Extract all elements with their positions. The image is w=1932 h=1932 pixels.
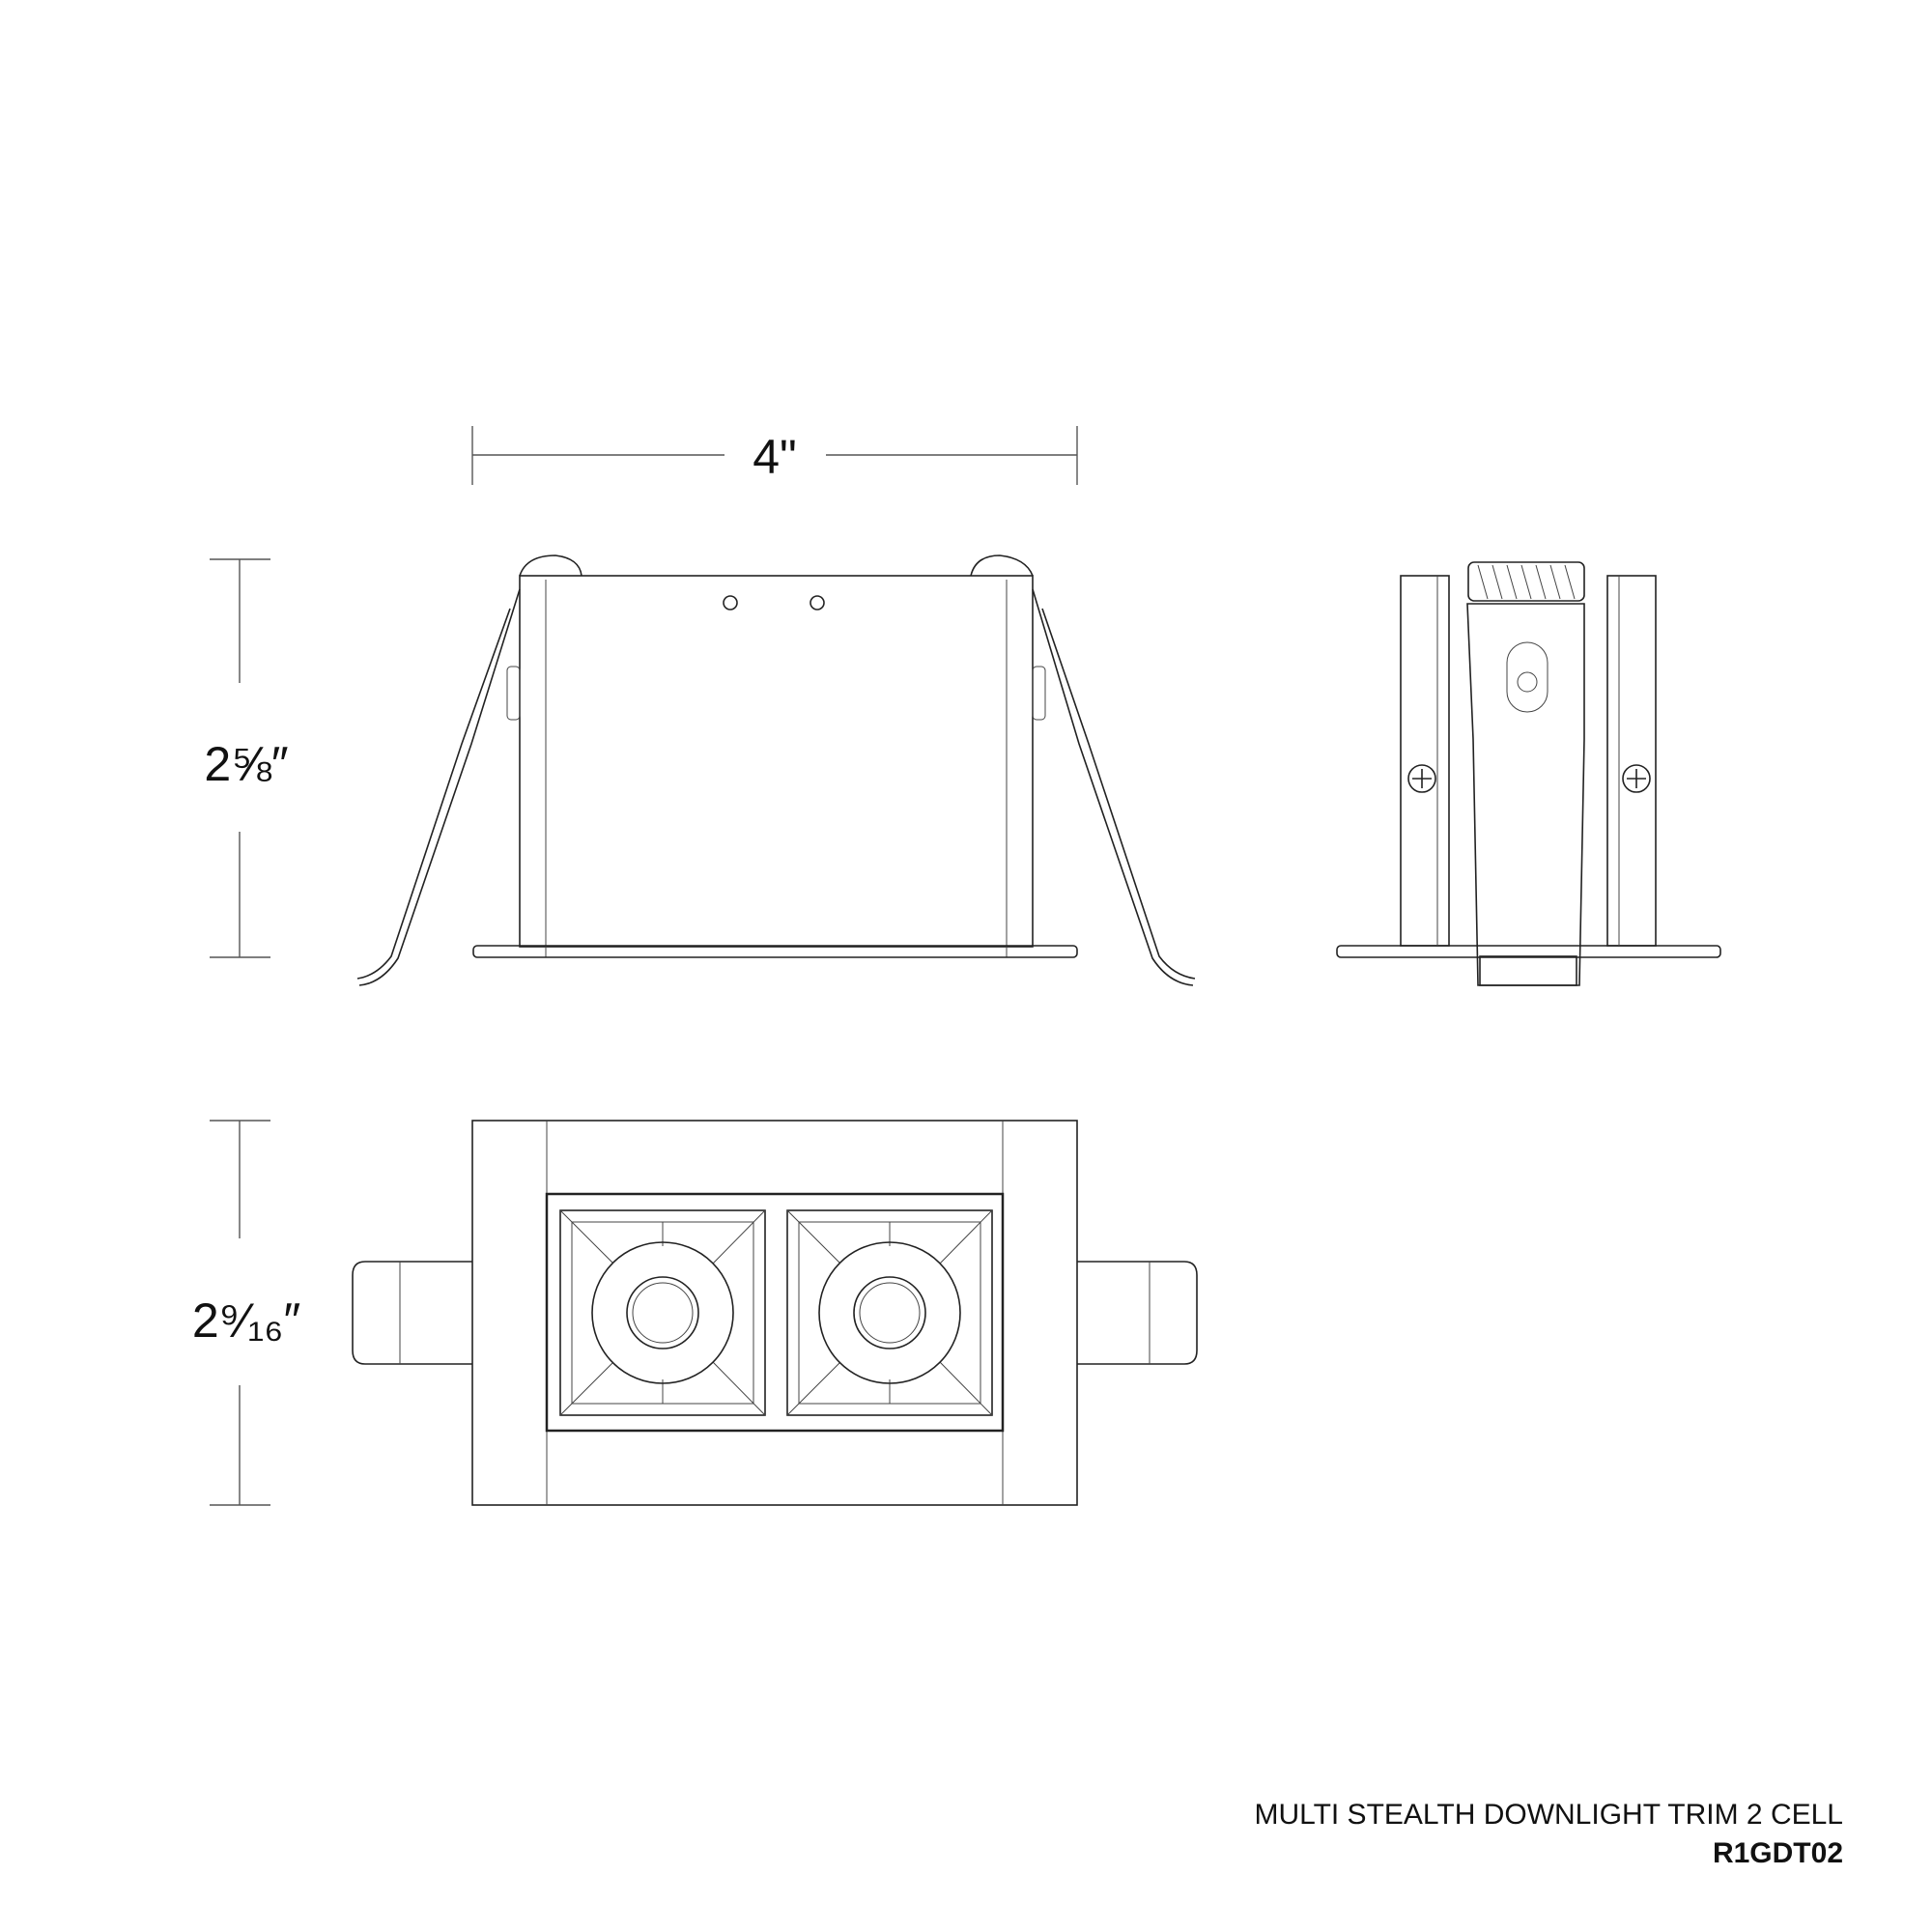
title-block: MULTI STEALTH DOWNLIGHT TRIM 2 CELL R1GD… — [1254, 1799, 1843, 1869]
model-number: R1GDT02 — [1713, 1837, 1843, 1869]
screw-icon — [1407, 764, 1436, 793]
spring-coil — [1467, 561, 1585, 602]
depth-label: 2⁹⁄₁₆″ — [192, 1293, 300, 1348]
side-elevation-view — [1336, 561, 1721, 986]
height-dimension: 2⅝″ — [204, 558, 289, 958]
cell-2 — [786, 1209, 993, 1416]
cell-1 — [559, 1209, 766, 1416]
product-name: MULTI STEALTH DOWNLIGHT TRIM 2 CELL — [1254, 1799, 1843, 1831]
front-elevation-view — [356, 554, 1196, 986]
width-dimension: 4" — [471, 426, 1078, 485]
width-label: 4" — [753, 430, 797, 484]
screw-icon — [1622, 764, 1651, 793]
height-label: 2⅝″ — [204, 737, 288, 791]
plan-view — [352, 1120, 1198, 1506]
depth-dimension: 2⁹⁄₁₆″ — [192, 1120, 300, 1506]
